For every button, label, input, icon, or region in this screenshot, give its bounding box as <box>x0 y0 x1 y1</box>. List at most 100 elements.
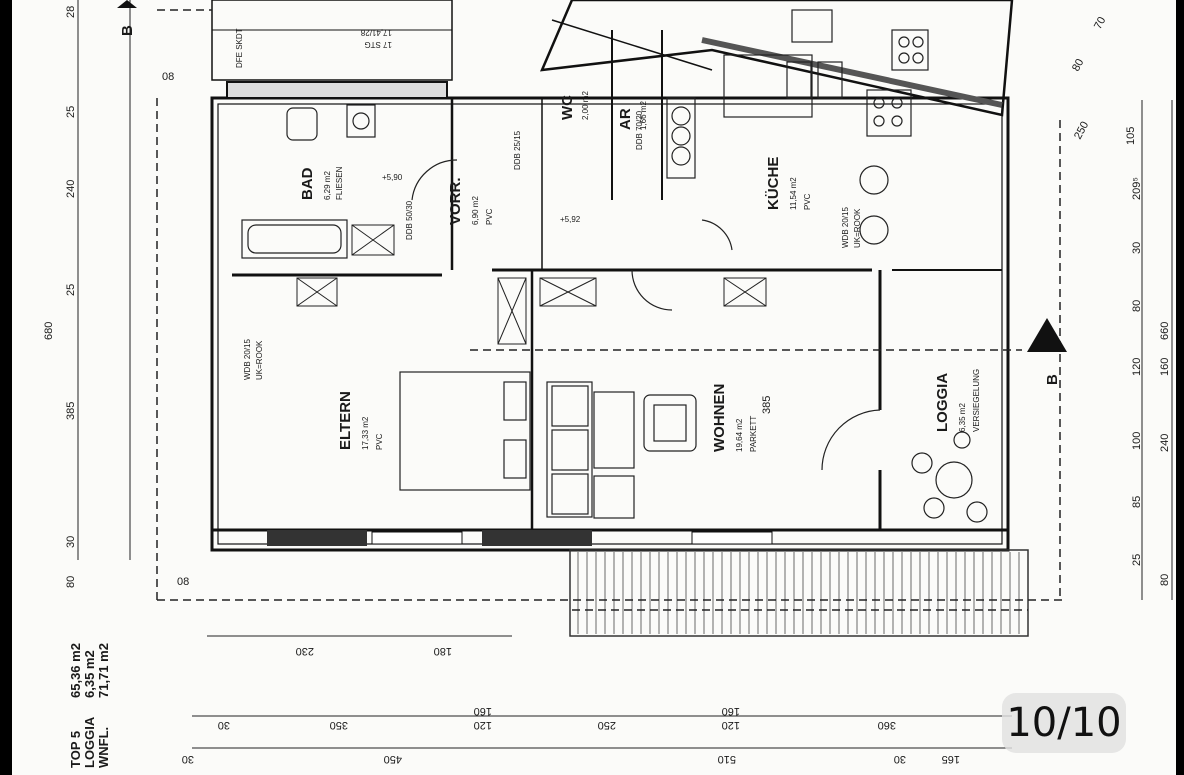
bottom-dim: 160 <box>474 705 492 717</box>
summary-top-label: TOP 5 <box>68 731 83 768</box>
summary-loggia-value: 6,35 m2 <box>82 650 97 698</box>
right-dim: 240 <box>1159 434 1171 452</box>
left-dim: 25 <box>65 106 77 118</box>
room-area-wohnen: 19,64 m2 <box>735 418 744 452</box>
room-name-wc: WC <box>559 95 576 120</box>
room-name-ar: AR <box>617 108 634 130</box>
bottom-dim: 30 <box>894 753 906 765</box>
note-stg: 17 STG <box>364 40 392 49</box>
right-dim: 25 <box>1131 554 1143 566</box>
note-level-vorr: +5,92 <box>560 215 581 224</box>
right-dim: 160 <box>1159 358 1171 376</box>
note-ukrook-eltern: UK=ROOK <box>255 340 264 380</box>
section-marker-label-right: B <box>1044 374 1061 385</box>
note-dim-250-top: 250 <box>1072 120 1091 142</box>
room-name-bad: BAD <box>299 167 316 200</box>
bottom-dim: 30 <box>182 753 194 765</box>
room-name-wohnen: WOHNEN <box>711 384 728 452</box>
summary-wnfl-value: 71,71 m2 <box>96 643 111 698</box>
bottom-dim: 350 <box>330 719 348 731</box>
left-dim: 680 <box>43 322 55 340</box>
note-dfe-skdt: DFE SKDT <box>235 28 244 68</box>
room-floor-wohnen: PARKETT <box>749 416 758 452</box>
bottom-dim: 165 <box>942 753 960 765</box>
note-stg-ratio: 17,41/28 <box>360 28 392 37</box>
summary-loggia-label: LOGGIA <box>82 716 97 768</box>
room-floor-loggia: VERSIEGELUNG <box>972 369 981 432</box>
room-area-loggia: 6,35 m2 <box>958 403 967 432</box>
floor-plan-drawing <box>77 0 1173 749</box>
room-floor-vorr: PVC <box>485 208 494 225</box>
note-wdb-kueche: WDB 20/15 <box>841 207 850 248</box>
left-dim: 80 <box>65 576 77 588</box>
note-dim-80-top: 80 <box>1070 57 1086 73</box>
bottom-dim: 120 <box>722 719 740 731</box>
note-wdb-eltern: WDB 20/15 <box>243 339 252 380</box>
right-dim: 100 <box>1131 432 1143 450</box>
right-dim: 120 <box>1131 358 1143 376</box>
bottom-dimension-row-2: 30 450 510 30 165 <box>182 753 960 765</box>
room-area-vorr: 6,90 m2 <box>471 196 480 225</box>
room-name-loggia: LOGGIA <box>934 373 951 432</box>
right-dim: 80 <box>1159 574 1171 586</box>
note-dim-70-top: 70 <box>1092 15 1108 31</box>
area-summary: TOP 5 LOGGIA WNFL. 65,36 m2 6,35 m2 71,7… <box>68 643 111 768</box>
left-dim: 25 <box>65 284 77 296</box>
bottom-extra-dim: 230 <box>296 645 314 657</box>
bottom-dim: 250 <box>598 719 616 731</box>
room-name-kueche: KÜCHE <box>765 157 782 210</box>
room-name-eltern: ELTERN <box>337 391 354 450</box>
room-floor-kueche: PVC <box>803 193 812 210</box>
bottom-extra-dim: 180 <box>434 645 452 657</box>
summary-top-value: 65,36 m2 <box>68 643 83 698</box>
dimension-lines <box>77 0 1173 749</box>
bottom-dim: 120 <box>474 719 492 731</box>
furniture <box>241 9 988 523</box>
left-dim: 385 <box>65 402 77 420</box>
left-dimension-labels: 28 08 25 240 25 385 30 80 680 08 <box>43 6 189 588</box>
right-dimension-labels: 209⁵ 30 80 120 160 100 240 85 25 80 660 <box>1131 177 1171 586</box>
right-dim: 209⁵ <box>1131 177 1143 200</box>
room-area-kueche: 11,54 m2 <box>789 177 798 210</box>
bottom-dim: 160 <box>722 705 740 717</box>
section-marker-label-top: B <box>119 25 136 36</box>
section-markers <box>117 0 1067 352</box>
floor-plan-sheet: B B BAD 6,29 m2 FLIESEN WC 2,00 m2 AR 1,… <box>12 0 1176 775</box>
room-area-eltern: 17,33 m2 <box>361 416 370 450</box>
note-dim-105: 105 <box>1125 127 1137 145</box>
page-indicator: 10/10 <box>1002 693 1126 753</box>
bottom-dim: 30 <box>218 719 230 731</box>
note-level-bad: +5,90 <box>382 173 403 182</box>
terrace-grating <box>569 549 1029 637</box>
summary-wnfl-label: WNFL. <box>96 727 111 768</box>
left-dim: 08 <box>177 576 189 588</box>
note-ddb-bad: DDB 50/30 <box>405 200 414 240</box>
right-dim: 85 <box>1131 496 1143 508</box>
bottom-dimension-row-1: 30 350 120 160 250 120 160 360 <box>218 705 896 731</box>
right-dim: 80 <box>1131 300 1143 312</box>
hatched-wall-segments <box>267 530 773 546</box>
dashed-outlines <box>156 9 1062 611</box>
room-floor-bad: FLIESEN <box>335 166 344 200</box>
left-dim: 28 <box>65 6 77 18</box>
room-area-ar: 1,66 m2 <box>639 101 648 130</box>
left-dim: 240 <box>65 180 77 198</box>
note-ukrook-kueche: UK=ROOK <box>853 208 862 248</box>
bottom-dim: 360 <box>878 719 896 731</box>
shaft-markers <box>296 224 767 345</box>
room-floor-eltern: PVC <box>375 433 384 450</box>
note-ddb-vorr: DDB 25/15 <box>513 130 522 170</box>
note-ddb-ar: DDB 70/20 <box>635 110 644 150</box>
room-area-bad: 6,29 m2 <box>323 171 332 200</box>
bottom-dim: 510 <box>718 753 736 765</box>
right-dim: 30 <box>1131 242 1143 254</box>
room-area-wc: 2,00 m2 <box>581 91 590 120</box>
dim-385-wohnen: 385 <box>761 396 773 414</box>
floor-plan-labels: B B BAD 6,29 m2 FLIESEN WC 2,00 m2 AR 1,… <box>43 6 1171 768</box>
right-dim: 660 <box>1159 322 1171 340</box>
bottom-dim: 450 <box>384 753 402 765</box>
left-dim: 30 <box>65 536 77 548</box>
left-dim: 08 <box>162 71 174 83</box>
room-name-vorr: VORR. <box>447 177 464 225</box>
